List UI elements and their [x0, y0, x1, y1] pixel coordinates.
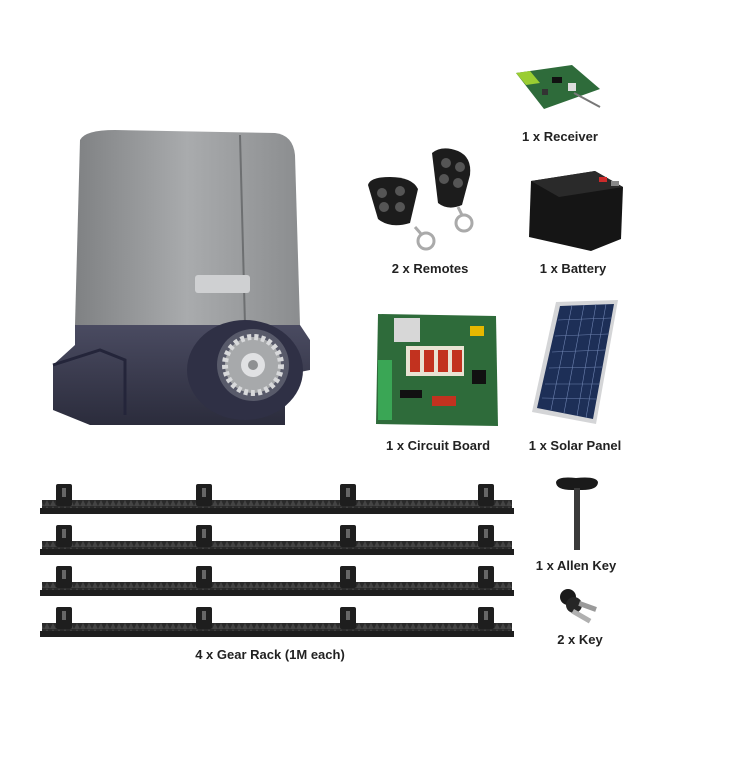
remotes-label: 2 x Remotes [391, 261, 469, 276]
circuit-board-image [372, 310, 502, 430]
receiver-image [512, 63, 604, 113]
remotes-image [360, 145, 480, 260]
battery-label: 1 x Battery [539, 261, 607, 276]
allen-key-image [552, 474, 602, 556]
allen-key-label: 1 x Allen Key [535, 558, 617, 573]
gear-rack-label: 4 x Gear Rack (1M each) [195, 647, 345, 662]
solar-panel-image [530, 298, 622, 426]
receiver-label: 1 x Receiver [522, 129, 598, 144]
gate-motor-image [45, 125, 315, 430]
battery-image [525, 167, 627, 255]
solar-panel-label: 1 x Solar Panel [528, 438, 622, 453]
gear-racks-image [38, 482, 516, 642]
keys-image [558, 585, 602, 625]
key-label: 2 x Key [557, 632, 603, 647]
circuit-board-label: 1 x Circuit Board [385, 438, 491, 453]
